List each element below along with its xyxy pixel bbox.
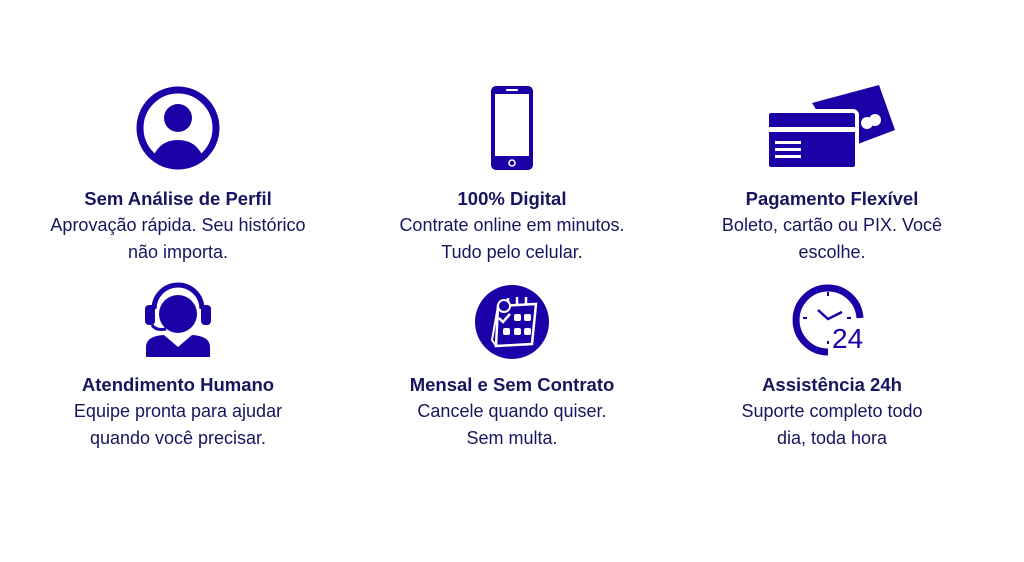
description-line: não importa. <box>127 242 229 262</box>
calendar-check-icon <box>475 285 549 359</box>
feature-description: Contrate online em minutos. Tudo pelo ce… <box>352 212 672 266</box>
description-line: Sem multa. <box>466 428 558 448</box>
feature-no-profile-analysis: Sem Análise de Perfil Aprovação rápida. … <box>18 0 338 280</box>
feature-title: Mensal e Sem Contrato <box>409 374 615 395</box>
feature-flexible-payment: Pagamento Flexível Boleto, cartão ou PIX… <box>672 0 992 280</box>
description-line: Boleto, cartão ou PIX. Você <box>721 215 943 235</box>
description-line: Tudo pelo celular. <box>441 242 583 262</box>
feature-24h-assistance: 24 Assistência 24h Suporte completo todo… <box>672 0 992 460</box>
description-line: dia, toda hora <box>776 428 888 448</box>
credit-card-icon <box>767 85 895 171</box>
feature-description: Boleto, cartão ou PIX. Você escolhe. <box>672 212 992 266</box>
description-line: Cancele quando quiser. <box>417 401 607 421</box>
description-line: Aprovação rápida. Seu histórico <box>50 215 306 235</box>
feature-title: Assistência 24h <box>762 374 902 395</box>
clock-24h-icon: 24 <box>792 284 864 356</box>
feature-title: 100% Digital <box>457 188 567 209</box>
feature-title: Atendimento Humano <box>81 374 275 395</box>
description-line: quando você precisar. <box>89 428 267 448</box>
feature-digital: 100% Digital Contrate online em minutos.… <box>352 0 672 280</box>
feature-human-support: Atendimento Humano Equipe pronta para aj… <box>18 0 338 460</box>
description-line: escolhe. <box>798 242 866 262</box>
smartphone-icon <box>491 86 533 170</box>
svg-text:24: 24 <box>832 323 863 354</box>
headset-agent-icon <box>145 282 211 357</box>
description-line: Suporte completo todo <box>741 401 923 421</box>
description-line: Contrate online em minutos. <box>399 215 625 235</box>
description-line: Equipe pronta para ajudar <box>73 401 283 421</box>
feature-description: Equipe pronta para ajudar quando você pr… <box>18 398 338 452</box>
feature-title: Pagamento Flexível <box>745 188 919 209</box>
feature-monthly-no-contract: Mensal e Sem Contrato Cancele quando qui… <box>352 0 672 460</box>
feature-title: Sem Análise de Perfil <box>84 188 272 209</box>
feature-description: Suporte completo todo dia, toda hora <box>672 398 992 452</box>
feature-description: Cancele quando quiser. Sem multa. <box>352 398 672 452</box>
user-profile-icon <box>136 86 220 170</box>
feature-description: Aprovação rápida. Seu histórico não impo… <box>18 212 338 266</box>
